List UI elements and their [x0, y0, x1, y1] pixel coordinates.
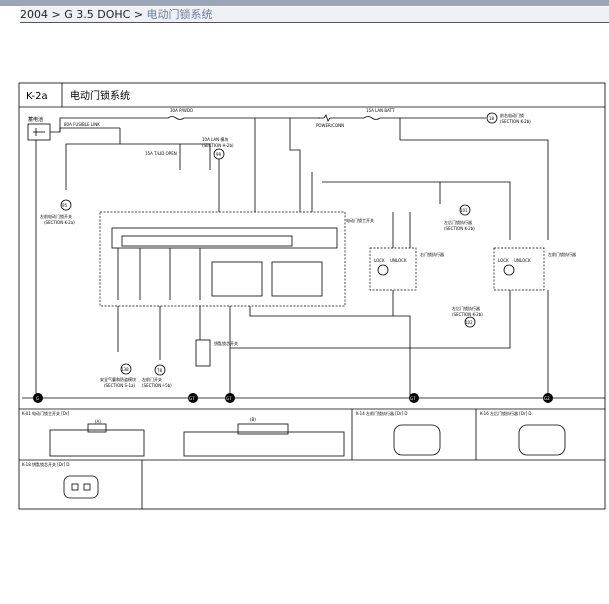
ground-g7-c-circle [409, 393, 419, 403]
ground-g7-a-circle [188, 393, 198, 403]
left-switch-label: 左前电动门锁开关 [40, 213, 72, 219]
conn-a-label: (A) [95, 419, 101, 424]
rear-left-label: 左后门锁执行器 [444, 219, 472, 225]
ground-g-circle [33, 393, 43, 403]
left-actuator [493, 247, 545, 291]
diagram-code: K-2a [26, 91, 48, 102]
fuse-30a [167, 116, 185, 120]
fuse-ign-sec: (SECTION H-2b) [202, 143, 234, 148]
theft-sec: (SECTION S-1a) [104, 383, 135, 388]
connector-k01-b [183, 431, 345, 457]
rear-left2-sec: (SECTION K-2b) [452, 312, 483, 317]
ref-rear-left: 101 [460, 208, 468, 213]
right-actuator-label: 右门锁执行器 [420, 251, 444, 257]
conn-k16-label: K-16 左后门锁执行器 [Dr] D [480, 410, 531, 416]
module-label: 电动门锁工开关 [346, 217, 374, 223]
breadcrumb-model[interactable]: G 3.5 DOHC [64, 8, 131, 21]
conn-b-label: (B) [250, 417, 256, 422]
key-cyl-label: 钥匙锁芯开关 [214, 340, 238, 346]
breadcrumb-sep: > [51, 8, 61, 21]
left-switch-sec: (SECTION K-2a) [44, 220, 75, 225]
front-right-lock-sec: (SECTION K-2b) [500, 119, 531, 124]
ground-g: G [36, 396, 39, 401]
theft-label: 安全气囊和防盗模块 [100, 376, 136, 382]
ground-g2-circle [543, 393, 553, 403]
ground-g2: G2 [544, 396, 550, 401]
breadcrumb-sep: > [133, 8, 144, 21]
ref-front-right: 18 [489, 116, 495, 121]
breadcrumb-current: 电动门锁系统 [146, 8, 213, 21]
diagram-frame [18, 82, 606, 510]
ref-rear-left2: 102 [465, 320, 473, 325]
right-lock-label: LOCK [374, 258, 385, 263]
conn-k18-label: K-18 钥匙锁芯开关 [Dr] D [22, 461, 69, 467]
left-actuator-label: 左前门锁执行器 [548, 251, 576, 257]
connector-k01-a [49, 429, 145, 457]
main-switch-module [99, 211, 346, 307]
battery-label: 蓄电池 [28, 116, 43, 123]
ground-g7-b: G7 [226, 396, 232, 401]
ref-front-right-circle [486, 112, 498, 124]
conn-k01-label: K-01 电动门锁主开关 [Dr] [22, 410, 70, 416]
motor-left-icon [503, 264, 515, 276]
ref-left-switch: 95 [62, 203, 68, 208]
rear-left-sec: (SECTION K-2b) [444, 226, 475, 231]
diagram-title: 电动门锁系统 [70, 89, 130, 102]
window-top-bar [0, 0, 609, 6]
key-switch-label: 左前门开关 [142, 376, 162, 382]
relay-unlock [271, 261, 323, 297]
ground-g7-c: G7 [410, 396, 416, 401]
right-unlock-label: UNLOCK [390, 258, 407, 263]
relay-lock [211, 261, 263, 297]
breadcrumb-year[interactable]: 2004 [20, 8, 48, 21]
ref-ign: 99 [216, 152, 222, 157]
ref-left-switch-circle [60, 199, 72, 211]
ground-g7-b-circle [225, 393, 235, 403]
left-lock-label: LOCK [498, 258, 509, 263]
power-conn-label: POWER/CONN [316, 123, 344, 128]
key-cyl-switch [195, 339, 211, 367]
ref-key-switch-circle [154, 364, 166, 376]
key-switch-sec: (SECTION I-5b) [142, 383, 172, 388]
fuse-15a-label: 15A T/LID OPEN [145, 151, 177, 156]
ground-g7-a: G7 [189, 396, 195, 401]
ref-rear-left-circle [459, 204, 471, 216]
breadcrumb: 2004 > G 3.5 DOHC > 电动门锁系统 [20, 7, 609, 23]
rear-left2-label: 左后门锁执行器 [452, 305, 480, 311]
power-connector [318, 114, 336, 122]
connector-k16 [518, 424, 566, 456]
fuse-lan-batt [363, 116, 381, 120]
connector-k18 [63, 475, 99, 499]
left-unlock-label: UNLOCK [514, 258, 531, 263]
front-right-lock-label: 前右电动门锁 [500, 112, 524, 118]
ref-key-switch: 78 [157, 368, 163, 373]
ref-rear-left2-circle [464, 316, 476, 328]
fuse-lan-batt-label: 15A LAN BATT [366, 108, 395, 113]
ref-theft: 138 [121, 367, 129, 372]
fuse-main-label: 80A FUSIBLE LINK [64, 122, 100, 127]
motor-right-icon [377, 264, 389, 276]
fuse-30a-label: 30A P/WDO [170, 108, 193, 113]
right-actuator [369, 247, 417, 291]
fuse-ign-label: 10A LAN 模块 [202, 136, 228, 142]
ref-theft-circle [120, 363, 132, 375]
conn-k14-label: K-14 左前门锁执行器 [Dr] D [356, 410, 407, 416]
connector-k14 [393, 424, 441, 456]
